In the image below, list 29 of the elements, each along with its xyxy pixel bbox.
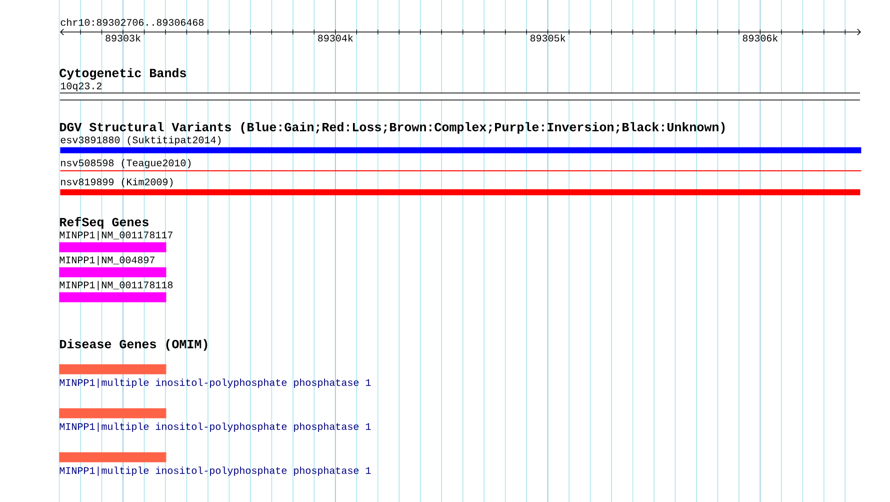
node-label: nsv508598 (Teague2010) [61, 158, 191, 168]
feature-bar: MINPP1|multiple inositol-polyphosphate phosphatase 1 [59, 408, 371, 432]
feature-bar: MINPP1|multiple inositol-polyphosphate phosphatase 1 [59, 364, 371, 388]
tick-label: 89305k [530, 34, 566, 42]
node-label: esv3891880 (Suktitipat2014) [60, 136, 221, 146]
track-title: Cytogenetic Bands [60, 68, 186, 80]
track-title: Disease Genes (OMIM) [60, 339, 208, 351]
feature-bar: MINPP1|NM_004897 [59, 256, 166, 278]
node-label: MINPP1|NM_004897 [60, 256, 154, 266]
node-label: MINPP1|multiple inositol-polyphosphate phosphatase 1 [60, 466, 371, 476]
node-label: MINPP1|multiple inositol-polyphosphate phosphatase 1 [60, 422, 371, 432]
tick-label: 89304k [318, 34, 353, 42]
node-label: MINPP1|NM_001178118 [60, 280, 173, 290]
tick-label: 89303k [106, 34, 140, 42]
node-label: 10q23.2 [60, 82, 102, 92]
tick-label: 89306k [742, 34, 778, 42]
node-label: MINPP1|NM_001178117 [60, 230, 172, 240]
node-label: MINPP1|multiple inositol-polyphosphate phosphatase 1 [60, 378, 371, 388]
node-label: nsv819899 (Kim2009) [61, 178, 173, 188]
feature-bar: nsv819899 (Kim2009) [60, 178, 860, 196]
feature-bar: nsv508598 (Teague2010) [60, 158, 862, 172]
feature-bar: esv3891880 (Suktitipat2014) [60, 136, 862, 154]
location-label: chr10:89302706..89306468 [60, 18, 204, 26]
chromosome-band: 10q23.2 [60, 82, 860, 100]
feature-bar: MINPP1|NM_001178117 [59, 230, 172, 252]
track-title: RefSeq Genes [60, 216, 148, 229]
track-title: DGV Structural Variants (Blue:Gain;Red:Loss;Brown:Complex;Purple:Inversion;Black:Unknown) [60, 122, 725, 134]
feature-bar: MINPP1|multiple inositol-polyphosphate phosphatase 1 [59, 452, 371, 476]
feature-bar: MINPP1|NM_001178118 [59, 280, 173, 302]
